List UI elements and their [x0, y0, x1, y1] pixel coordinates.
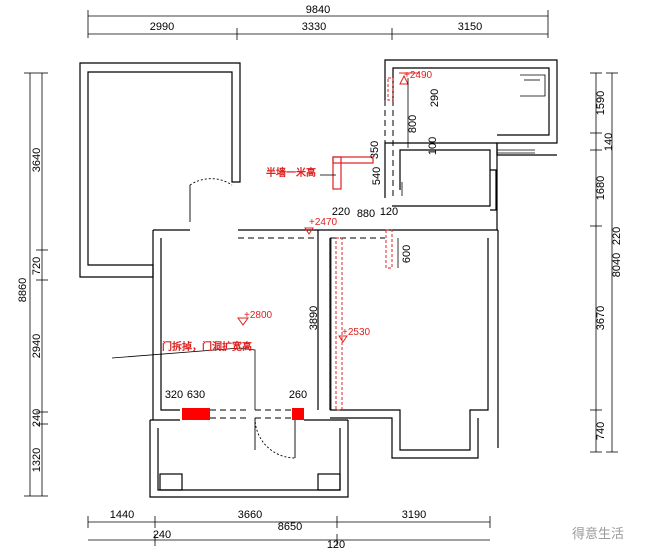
- dim-120: 120: [380, 206, 398, 218]
- demolished-wall-left: [182, 408, 210, 420]
- level-2530: +2530: [342, 327, 371, 338]
- dim-right-extra: 220: [611, 227, 623, 245]
- red-markings: [182, 72, 420, 420]
- dim-3890: 3890: [308, 306, 320, 330]
- dim-bottom-2: 3660: [238, 509, 262, 521]
- dim-350: 350: [369, 141, 381, 159]
- inner-dimensions: 290 800 100 350 540 220 880 120 600 3890…: [165, 89, 441, 401]
- dim-top-2: 3330: [302, 21, 326, 33]
- dim-100: 100: [427, 137, 439, 155]
- top-dimensions: 9840 2990 3330 3150: [150, 4, 482, 33]
- dim-right-2: 140: [603, 133, 615, 151]
- dim-left-3: 2940: [31, 334, 43, 358]
- bottom-dimensions: 1440 3660 3190 240 8650 120: [110, 509, 426, 551]
- window-detail: [497, 74, 546, 154]
- dim-bottom-4: 240: [153, 529, 171, 541]
- level-2490: +2490: [404, 70, 433, 81]
- dim-540: 540: [371, 167, 383, 185]
- dimension-lines: [24, 10, 618, 546]
- dim-right-total: 8040: [611, 253, 623, 277]
- dim-630: 630: [187, 389, 205, 401]
- note-leaders: [111, 174, 336, 410]
- walls: [79, 59, 558, 498]
- dim-220: 220: [332, 206, 350, 218]
- dim-right-5: 740: [595, 422, 607, 440]
- partition-wall-red: [335, 237, 343, 411]
- right-dimensions: 8040 220 1590 140 1680 3670 740: [595, 91, 623, 440]
- dim-left-4: 240: [31, 409, 43, 427]
- dim-290: 290: [429, 89, 441, 107]
- dashed-partitions: [210, 100, 394, 419]
- dim-left-2: 720: [31, 257, 43, 275]
- dim-bottom-3: 3190: [402, 509, 426, 521]
- level-2800: +2800: [244, 310, 273, 321]
- demolished-wall-right: [292, 408, 304, 420]
- dim-top-3: 3150: [458, 21, 482, 33]
- dim-left-1: 3640: [31, 148, 43, 172]
- dim-right-3: 1680: [595, 176, 607, 200]
- dim-600: 600: [401, 245, 413, 263]
- dim-bottom-1: 1440: [110, 509, 134, 521]
- dim-bottom-6: 120: [327, 539, 345, 551]
- door-swings: [189, 178, 296, 459]
- level-2470: +2470: [309, 217, 338, 228]
- level-markers: +2490 +2470 +2800 +2530: [244, 70, 433, 338]
- watermark: 得意生活: [572, 526, 624, 542]
- dim-top-total: 9840: [306, 4, 330, 16]
- note-half-wall: 半墙一米高: [266, 166, 316, 179]
- annotations: 半墙一米高 门拆掉，门洞扩宽高: [162, 166, 316, 353]
- dim-right-1: 1590: [595, 91, 607, 115]
- dim-left-5: 1320: [31, 448, 43, 472]
- dim-880: 880: [357, 208, 375, 220]
- left-dimensions: 8860 3640 720 2940 240 1320: [17, 148, 43, 472]
- dim-bottom-5: 8650: [278, 521, 302, 533]
- dim-800: 800: [407, 115, 419, 133]
- dim-left-total: 8860: [17, 278, 29, 302]
- dim-top-1: 2990: [150, 21, 174, 33]
- note-door-removal: 门拆掉，门洞扩宽高: [162, 340, 252, 353]
- half-wall: [332, 156, 374, 164]
- dim-260: 260: [289, 389, 307, 401]
- dim-320: 320: [165, 389, 183, 401]
- dim-right-4: 3670: [595, 306, 607, 330]
